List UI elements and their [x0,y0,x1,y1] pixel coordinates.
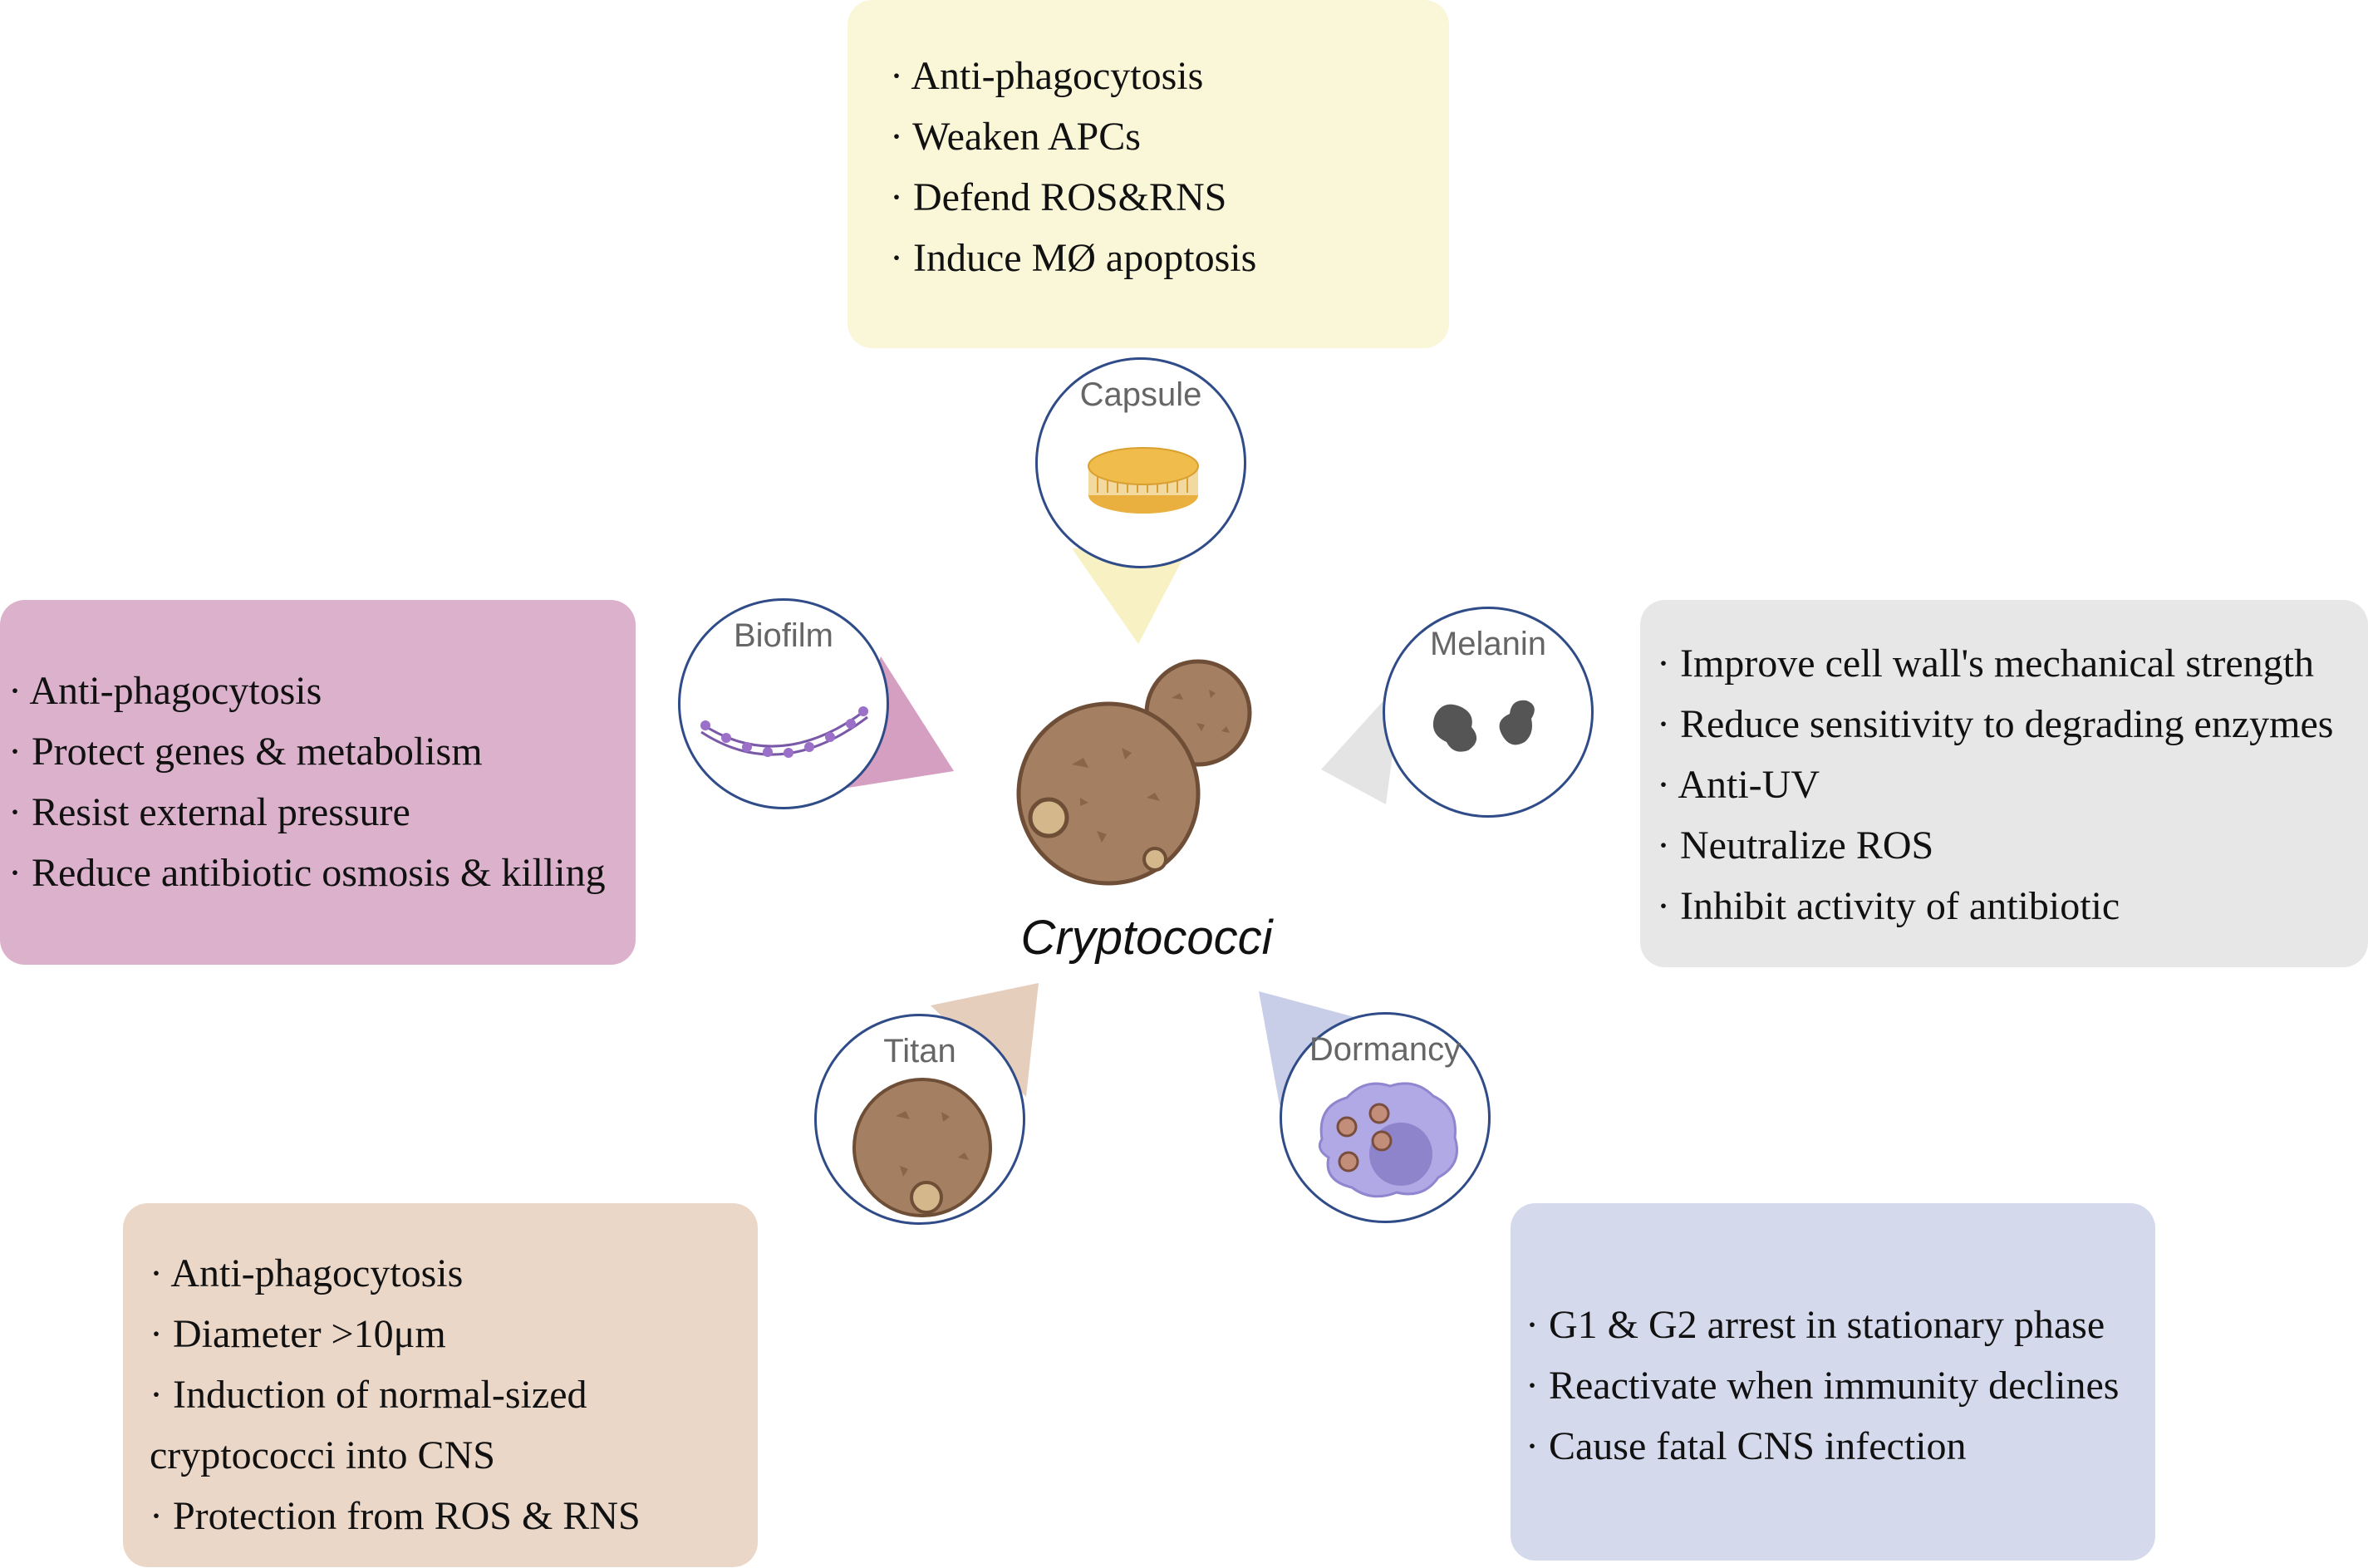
list-item: · Inhibit activity of antibiotic [1657,884,2120,928]
titan-circle: Titan [814,1014,1025,1225]
lipid-bilayer-icon [1088,447,1199,514]
list-item: · Resist external pressure [8,790,410,834]
titan-list: · Anti-phagocytosis · Diameter >10μm · I… [150,1243,758,1546]
dormancy-label: Dormancy [1309,1031,1462,1068]
list-item: · Defend ROS&RNS [890,175,1227,219]
biofilm-circle: Biofilm [678,598,889,809]
list-item: · Reduce antibiotic osmosis & killing [8,851,606,895]
melanin-circle: Melanin [1383,607,1594,818]
list-item: · Anti-phagocytosis [150,1251,464,1295]
biofilm-list: · Anti-phagocytosis · Protect genes & me… [8,661,636,903]
list-item: · Diameter >10μm [150,1312,446,1356]
list-item: · G1 & G2 arrest in stationary phase [1525,1303,2105,1347]
titan-label: Titan [883,1033,956,1069]
cryptococci-cells [1016,659,1252,886]
list-item: · Reduce sensitivity to degrading enzyme… [1657,702,2334,746]
capsule-list: · Anti-phagocytosis · Weaken APCs · Defe… [890,46,1449,288]
capsule-circle: Capsule [1035,357,1246,568]
biofilm-label: Biofilm [733,617,834,654]
list-item: · Weaken APCs [890,115,1141,159]
list-item: · Cause fatal CNS infection [1525,1424,1967,1468]
list-item: · Anti-phagocytosis [8,669,322,713]
melanin-label: Melanin [1429,626,1547,662]
capsule-connector [1072,548,1188,644]
list-item: · Anti-UV [1657,763,1820,807]
capsule-label: Capsule [1079,376,1202,413]
list-item: · Protect genes & metabolism [8,730,483,774]
list-item: · Reactivate when immunity declines [1525,1364,2120,1408]
list-item: · Neutralize ROS [1657,823,1934,868]
titan-box: · Anti-phagocytosis · Diameter >10μm · I… [123,1203,758,1567]
list-item: · Improve cell wall's mechanical strengt… [1657,641,2315,686]
melanin-list: · Improve cell wall's mechanical strengt… [1657,633,2368,936]
dormancy-list: · G1 & G2 arrest in stationary phase · R… [1525,1295,2155,1477]
melanin-granules-icon [1432,700,1535,752]
dormancy-box: · G1 & G2 arrest in stationary phase · R… [1511,1203,2155,1561]
titan-cell-icon [852,1078,992,1217]
list-item: · Protection from ROS & RNS [150,1494,641,1538]
dormancy-circle: Dormancy [1280,1012,1491,1223]
list-item: · Induce MØ apoptosis [890,236,1257,280]
list-item: · Anti-phagocytosis [890,54,1204,98]
melanin-box: · Improve cell wall's mechanical strengt… [1640,600,2368,967]
center-title: Cryptococci [1020,911,1273,965]
melanin-connector [1321,680,1403,804]
capsule-box: · Anti-phagocytosis · Weaken APCs · Defe… [847,0,1449,348]
biofilm-strand-icon [700,706,868,758]
macrophage-cell-icon [1318,1082,1458,1198]
list-item: · Induction of normal-sized cryptococci … [150,1373,587,1477]
biofilm-box: · Anti-phagocytosis · Protect genes & me… [0,600,636,965]
